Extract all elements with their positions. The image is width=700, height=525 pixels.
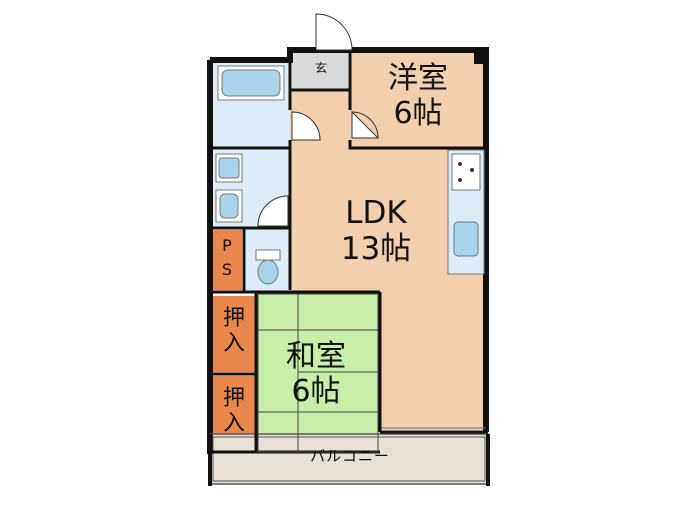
ps-label-line1: P xyxy=(222,236,232,255)
closet-lower-label: 押 入 xyxy=(212,386,256,437)
washroom-door xyxy=(257,195,289,227)
toilet-icon xyxy=(255,249,281,285)
washing-machine-icon xyxy=(215,189,243,223)
japanese-room-name: 和室 xyxy=(286,339,346,374)
closet-upper-label: 押 入 xyxy=(212,306,256,357)
ps-label: P S xyxy=(212,234,242,282)
western-room-name: 洋室 xyxy=(388,61,448,96)
kitchen-counter xyxy=(447,149,485,275)
entrance-label: 玄 xyxy=(314,61,327,75)
western-room-size: 6帖 xyxy=(393,95,443,131)
entrance-floor xyxy=(292,52,348,90)
ps-box xyxy=(212,230,242,290)
bathroom-door xyxy=(291,111,321,141)
outer-walls xyxy=(207,47,489,454)
tatami-room-floor xyxy=(258,294,378,452)
bathtub-icon xyxy=(217,65,285,101)
wash-basin-icon xyxy=(215,153,243,183)
japanese-room-label: 和室 6帖 xyxy=(266,339,366,409)
japanese-room-size: 6帖 xyxy=(291,373,341,409)
entrance-door xyxy=(315,13,353,51)
closet-upper-line2: 入 xyxy=(222,331,245,357)
balcony-label: バルコニー xyxy=(310,447,390,465)
tatami-lines xyxy=(257,293,379,453)
ldk-name: LDK xyxy=(345,195,407,231)
ldk-label: LDK 13帖 xyxy=(320,195,432,267)
western-room-door xyxy=(351,110,380,139)
balcony-frame xyxy=(208,433,490,486)
closet-lower-line1: 押 xyxy=(222,386,245,411)
western-room-label: 洋室 6帖 xyxy=(370,61,466,131)
ldk-size: 13帖 xyxy=(340,230,412,267)
closet-upper-line1: 押 xyxy=(222,306,245,331)
pillar xyxy=(474,50,486,64)
closet-lower-line2: 入 xyxy=(222,411,245,437)
closet-upper xyxy=(212,296,256,372)
ps-label-line2: S xyxy=(221,260,233,279)
